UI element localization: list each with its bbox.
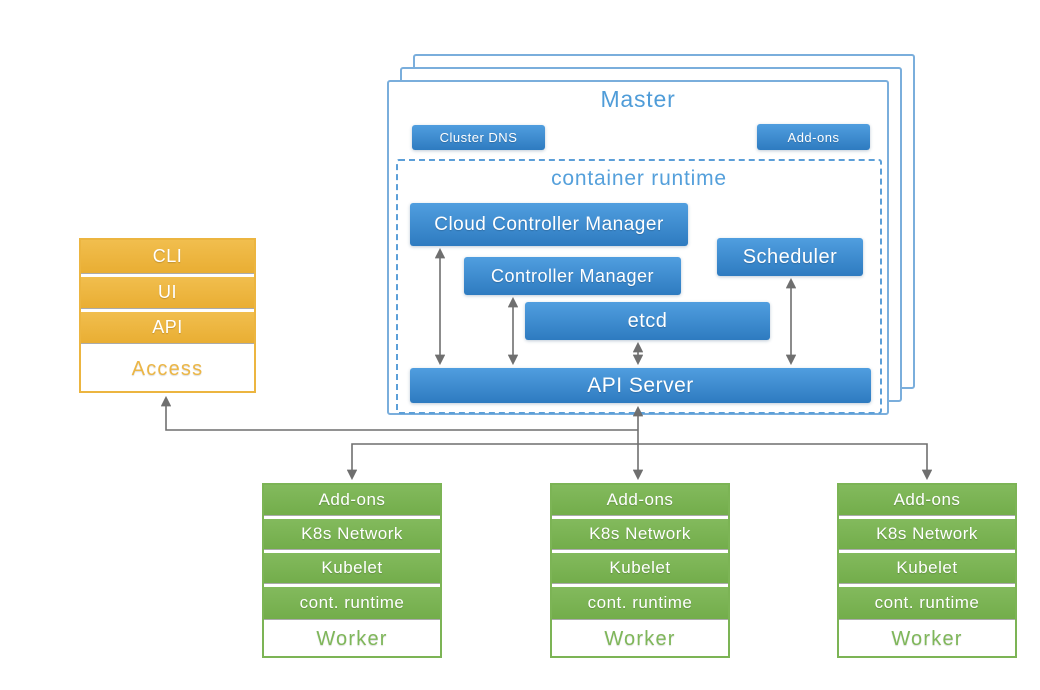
worker3-addons: Add-ons (839, 485, 1015, 515)
worker2-k8s-network: K8s Network (552, 519, 728, 549)
divider (839, 619, 1015, 623)
master-title: Master (600, 86, 676, 112)
scheduler-box: Scheduler (717, 238, 863, 276)
worker3-kubelet: Kubelet (839, 553, 1015, 583)
divider (552, 549, 728, 553)
divider (552, 619, 728, 623)
worker-node-3: Add-ons K8s Network Kubelet cont. runtim… (837, 483, 1017, 658)
worker2-title: Worker (604, 628, 676, 650)
worker-node-2: Add-ons K8s Network Kubelet cont. runtim… (550, 483, 730, 658)
etcd-box: etcd (525, 302, 770, 340)
worker1-kubelet: Kubelet (264, 553, 440, 583)
access-item-api: API (81, 312, 254, 343)
access-item-ui: UI (81, 277, 254, 308)
access-title: Access (131, 357, 204, 380)
container-runtime-title: container runtime (551, 167, 727, 190)
divider (81, 273, 254, 277)
api-server-box: API Server (410, 368, 871, 403)
divider (552, 583, 728, 587)
master-addons-box: Add-ons (757, 124, 870, 150)
worker3-cont-runtime: cont. runtime (839, 587, 1015, 619)
divider (264, 619, 440, 623)
divider (81, 308, 254, 312)
worker2-cont-runtime: cont. runtime (552, 587, 728, 619)
worker2-addons: Add-ons (552, 485, 728, 515)
access-stack: CLI UI API Access (79, 238, 256, 393)
worker1-k8s-network: K8s Network (264, 519, 440, 549)
worker2-kubelet: Kubelet (552, 553, 728, 583)
controller-manager-box: Controller Manager (464, 257, 681, 295)
worker1-cont-runtime: cont. runtime (264, 587, 440, 619)
cloud-controller-manager-box: Cloud Controller Manager (410, 203, 688, 246)
cluster-dns-box: Cluster DNS (412, 125, 545, 150)
worker1-title: Worker (316, 628, 388, 650)
divider (264, 583, 440, 587)
divider (839, 583, 1015, 587)
divider (839, 515, 1015, 519)
divider (264, 515, 440, 519)
worker3-title: Worker (891, 628, 963, 650)
worker3-k8s-network: K8s Network (839, 519, 1015, 549)
arrow-apiserver-workers (346, 443, 933, 481)
divider (839, 549, 1015, 553)
worker-node-1: Add-ons K8s Network Kubelet cont. runtim… (262, 483, 442, 658)
divider (264, 549, 440, 553)
access-item-cli: CLI (81, 240, 254, 273)
divider (552, 515, 728, 519)
worker1-addons: Add-ons (264, 485, 440, 515)
divider (81, 343, 254, 347)
